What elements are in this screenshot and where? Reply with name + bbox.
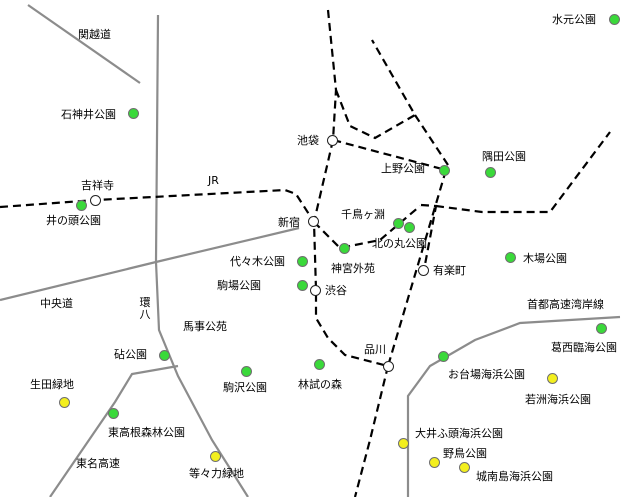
park-marker-ueno[interactable] — [439, 165, 450, 176]
park-marker-ikuta[interactable] — [59, 397, 70, 408]
station-marker-kichijoji[interactable] — [90, 195, 101, 206]
park-label-inokashira: 井の頭公園 — [46, 214, 101, 227]
park-label-bajikoen: 馬事公苑 — [183, 320, 227, 333]
park-marker-oifuto[interactable] — [398, 438, 409, 449]
station-label-shibuya: 渋谷 — [325, 284, 347, 297]
station-label-shinjuku: 新宿 — [278, 216, 300, 229]
park-label-mizumoto: 水元公園 — [552, 13, 596, 26]
road-label-kanetsu: 関越道 — [78, 28, 111, 41]
park-label-todoroki: 等々力緑地 — [189, 467, 244, 480]
rail-label-jr: JR — [208, 174, 219, 187]
rail-north-loop — [334, 39, 417, 140]
station-label-shinagawa: 品川 — [364, 343, 386, 356]
rail-shinjuku-yurakucho — [313, 205, 421, 250]
road-kanetsu — [27, 4, 141, 84]
park-label-shakujii: 石神井公園 — [61, 108, 116, 121]
station-marker-ikebukuro[interactable] — [327, 135, 338, 146]
park-label-kiba: 木場公園 — [523, 252, 567, 265]
road-chuo — [0, 226, 300, 302]
station-marker-shinjuku[interactable] — [308, 216, 319, 227]
park-label-odaiba: お台場海浜公園 — [448, 368, 525, 381]
park-marker-shakujii[interactable] — [128, 108, 139, 119]
park-label-jonanjima: 城南島海浜公園 — [476, 470, 553, 483]
park-marker-chidorigafuchi[interactable] — [393, 218, 404, 229]
park-label-ueno: 上野公園 — [381, 162, 425, 175]
park-label-jingu-gaien: 神宮外苑 — [331, 262, 375, 275]
station-marker-shinagawa[interactable] — [383, 361, 394, 372]
park-marker-wakasu[interactable] — [547, 373, 558, 384]
park-marker-kasai[interactable] — [596, 323, 607, 334]
park-label-chidorigafuchi: 千鳥ヶ淵 — [341, 208, 385, 221]
station-label-kichijoji: 吉祥寺 — [81, 179, 114, 192]
park-label-rinshi: 林試の森 — [298, 378, 342, 391]
park-label-yoyogi: 代々木公園 — [230, 255, 285, 268]
park-label-higashitakane: 東高根森林公園 — [108, 426, 185, 439]
road-label-kanpachi: 環八 — [139, 296, 151, 321]
rail-keiyo — [435, 131, 611, 214]
station-label-ikebukuro: 池袋 — [297, 134, 319, 147]
park-marker-komaba[interactable] — [297, 280, 308, 291]
park-marker-komazawa[interactable] — [241, 366, 252, 377]
park-label-kinuta: 砧公園 — [114, 348, 147, 361]
road-label-wangan: 首都高速湾岸線 — [527, 298, 604, 311]
road-label-chuo: 中央道 — [40, 297, 73, 310]
park-label-oifuto: 大井ふ頭海浜公園 — [415, 427, 503, 440]
park-marker-todoroki[interactable] — [210, 451, 221, 462]
park-marker-sumida[interactable] — [485, 167, 496, 178]
park-label-yacho: 野鳥公園 — [443, 447, 487, 460]
park-marker-kitanomaru[interactable] — [404, 222, 415, 233]
road-tomei — [49, 364, 179, 497]
station-marker-yurakucho[interactable] — [418, 265, 429, 276]
park-marker-higashitakane[interactable] — [108, 408, 119, 419]
rail-loop-connector — [420, 203, 438, 271]
rail-ikebukuro-north — [326, 9, 338, 141]
park-marker-mizumoto[interactable] — [609, 14, 620, 25]
park-marker-yacho[interactable] — [429, 457, 440, 468]
park-label-ikuta: 生田緑地 — [30, 378, 74, 391]
park-marker-rinshi[interactable] — [314, 359, 325, 370]
park-marker-inokashira[interactable] — [76, 200, 87, 211]
park-marker-odaiba[interactable] — [438, 351, 449, 362]
station-marker-shibuya[interactable] — [310, 285, 321, 296]
park-marker-kiba[interactable] — [505, 252, 516, 263]
rail-south — [353, 365, 390, 497]
park-label-komazawa: 駒沢公園 — [223, 381, 267, 394]
park-label-wakasu: 若洲海浜公園 — [525, 393, 591, 406]
park-marker-kinuta[interactable] — [159, 350, 170, 361]
rail-north-east — [414, 114, 449, 166]
road-label-tomei: 東名高速 — [76, 457, 120, 470]
station-label-yurakucho: 有楽町 — [433, 264, 466, 277]
park-marker-jonanjima[interactable] — [459, 462, 470, 473]
road-wangan — [406, 315, 621, 497]
park-marker-jingu-gaien[interactable] — [339, 243, 350, 254]
park-label-kitanomaru: 北の丸公園 — [372, 237, 427, 250]
park-label-kasai: 葛西臨海公園 — [551, 341, 617, 354]
park-label-komaba: 駒場公園 — [217, 279, 261, 292]
park-marker-yoyogi[interactable] — [297, 256, 308, 267]
park-label-sumida: 隅田公園 — [482, 150, 526, 163]
rail-yamanote — [312, 138, 448, 368]
